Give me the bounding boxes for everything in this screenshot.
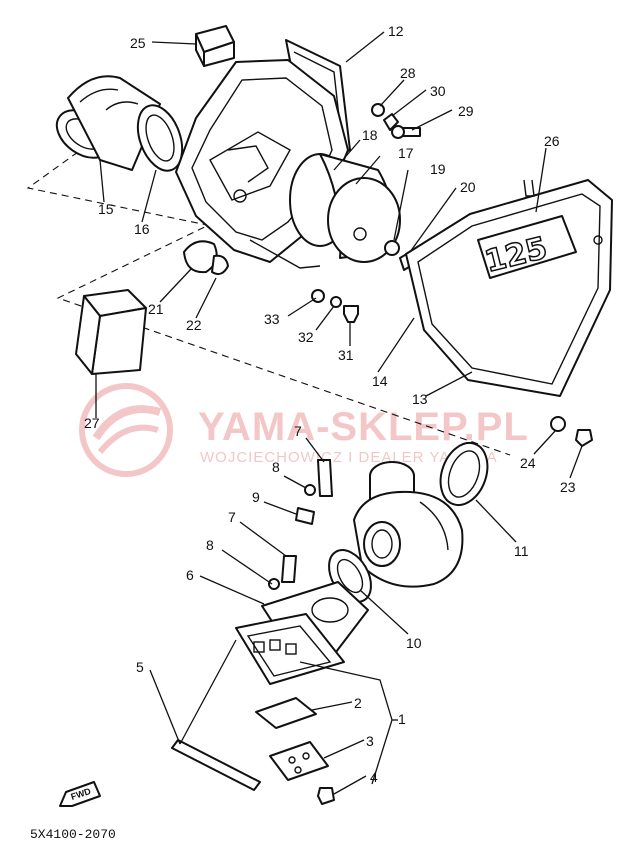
part-7-screw-upper: [317, 459, 333, 497]
part-30-nut: [383, 113, 399, 131]
callout-17: 17: [398, 145, 414, 161]
part-19-ring: [384, 240, 400, 256]
callout-32: 32: [298, 329, 314, 345]
alignment-line-intake: [26, 151, 271, 239]
callout-3: 3: [366, 733, 374, 749]
watermark-subtitle: WOJCIECHOWICZ I DEALER YAMAHA: [200, 449, 498, 466]
part-9-plate: [295, 507, 315, 525]
callout-13: 13: [412, 391, 428, 407]
screws-lower: [268, 555, 297, 590]
callout-28: 28: [400, 65, 416, 81]
callout-1: 1: [398, 711, 406, 727]
alignment-line-main: [56, 221, 511, 456]
callout-11: 11: [514, 543, 529, 559]
part-26-side-cover: 125: [405, 179, 613, 397]
callout-8-upper: 8: [272, 459, 280, 475]
part-8-washer-lower: [268, 578, 280, 590]
part-16-clamp: [136, 104, 184, 172]
callout-12: 12: [388, 23, 404, 39]
part-25-block: [195, 25, 235, 67]
callout-9: 9: [252, 489, 260, 505]
callout-14: 14: [372, 373, 388, 389]
callout-6: 6: [186, 567, 194, 583]
part-15-intake-boot: [55, 75, 161, 171]
part-17-filter-element: [289, 153, 401, 263]
part-23-bolt: [575, 429, 593, 447]
part-22-clip: [211, 254, 229, 275]
callout-2: 2: [354, 695, 362, 711]
fasteners-23-24: [550, 416, 593, 447]
callout-22: 22: [186, 317, 202, 333]
part-7-screw-lower: [281, 555, 297, 583]
part-5-gasket: [171, 739, 261, 791]
callout-31: 31: [338, 347, 354, 363]
callout-24: 24: [520, 455, 536, 471]
part-4-screw: [317, 787, 335, 805]
callout-7-lower: 7: [228, 509, 236, 525]
callout-21: 21: [148, 301, 164, 317]
part-3-stopper-plate: [269, 741, 329, 781]
callout-numbers: 25 12 28 30 29 18 17 19 20 26 15 16 21 2…: [84, 23, 576, 785]
callout-33: 33: [264, 311, 280, 327]
part-2-reed-petal: [255, 697, 317, 729]
fasteners-top-right: [371, 103, 421, 139]
watermark-title: YAMA-SKLEP.PL: [198, 405, 529, 449]
callout-15: 15: [98, 201, 114, 217]
fasteners-31-33: [311, 289, 359, 323]
part-31-bolt: [343, 305, 359, 323]
callout-19: 19: [430, 161, 446, 177]
part-33-washer: [311, 289, 325, 303]
callout-29: 29: [458, 103, 474, 119]
callout-23: 23: [560, 479, 576, 495]
part-11-clamp: [439, 442, 489, 506]
callout-5: 5: [136, 659, 144, 675]
cover-badge-plate: [477, 215, 577, 279]
callout-27: 27: [84, 415, 100, 431]
callout-25: 25: [130, 35, 146, 51]
parts-21-22: [183, 240, 229, 275]
fwd-arrow-icon: FWD: [59, 781, 101, 807]
part-8-washer-upper: [304, 484, 316, 496]
leader-lines: [95, 31, 583, 795]
callout-26: 26: [544, 133, 560, 149]
diagram-code: 5X4100-2070: [30, 827, 116, 842]
part-28-washer: [371, 103, 385, 117]
watermark-logo-icon: [79, 383, 173, 477]
callout-8-lower: 8: [206, 537, 214, 553]
screws-upper: [295, 459, 333, 525]
callout-30: 30: [430, 83, 446, 99]
part-24-washer: [550, 416, 566, 432]
callout-10: 10: [406, 635, 422, 651]
callout-18: 18: [362, 127, 378, 143]
part-27-foam-block: [75, 289, 147, 375]
callout-20: 20: [460, 179, 476, 195]
carburetor: [353, 461, 464, 588]
part-32-washer: [330, 296, 342, 308]
part-1-reed-valve: [235, 613, 345, 685]
callout-4: 4: [370, 769, 378, 785]
alignment-lines: [26, 151, 511, 456]
callout-16: 16: [134, 221, 150, 237]
callout-7-upper: 7: [294, 423, 302, 439]
